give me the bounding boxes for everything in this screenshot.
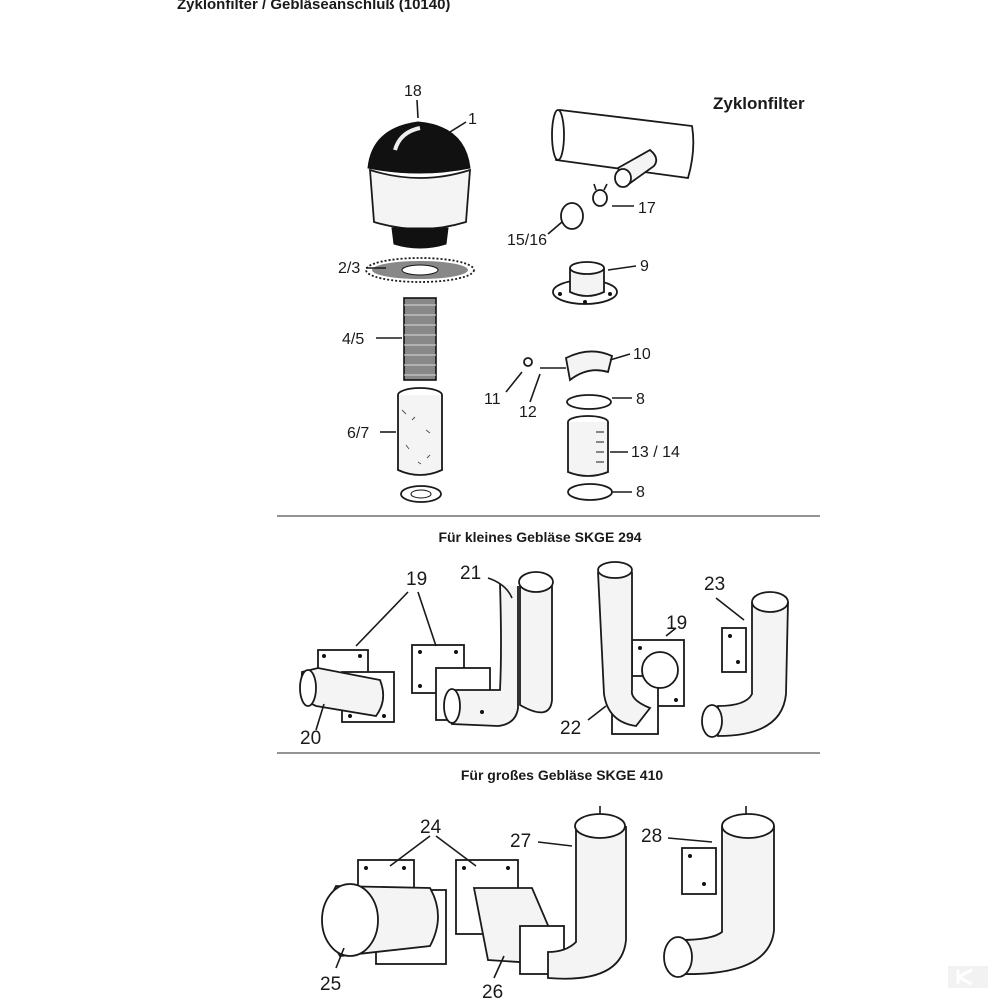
watermark-logo-icon <box>948 966 988 988</box>
part-23-bracket-pipe <box>701 591 789 738</box>
label-8-lower: 8 <box>636 484 645 501</box>
pipe-sleeve <box>567 415 609 477</box>
clamp-band <box>523 350 614 382</box>
part-26-27-duct-pipe <box>455 806 627 980</box>
ring-upper <box>566 394 612 410</box>
label-13-14: 13 / 14 <box>631 444 680 461</box>
label-12: 12 <box>519 404 537 421</box>
label-20: 20 <box>300 728 321 749</box>
label-8-upper: 8 <box>636 391 645 408</box>
label-26: 26 <box>482 982 503 1000</box>
label-23: 23 <box>704 574 725 595</box>
label-15-16: 15/16 <box>507 232 547 249</box>
part-22-pipe-assembly <box>597 561 685 735</box>
label-18: 18 <box>404 83 422 100</box>
label-10: 10 <box>633 346 651 363</box>
label-22: 22 <box>560 718 581 739</box>
filter-gasket <box>365 257 475 283</box>
bottom-washer <box>400 485 442 503</box>
part-21-pipe-assembly <box>411 571 554 727</box>
large-blower-heading: Für großes Gebläse SKGE 410 <box>460 767 664 783</box>
mesh-insert <box>403 297 437 381</box>
filter-cap <box>367 121 471 249</box>
cyclone-filter-title: Zyklonfilter <box>713 94 805 113</box>
label-27: 27 <box>510 831 531 852</box>
label-11: 11 <box>484 391 501 408</box>
flange-part <box>552 261 618 305</box>
plug-part <box>560 202 584 230</box>
part-20-elbow-assembly <box>299 649 395 723</box>
page-title: Zyklonfilter / Gebläseanschluß (10140) <box>177 0 451 13</box>
label-21: 21 <box>460 563 481 584</box>
label-6-7: 6/7 <box>347 425 369 442</box>
small-blower-heading: Für kleines Gebläse SKGE 294 <box>438 529 642 545</box>
label-2-3: 2/3 <box>338 260 360 277</box>
ring-lower <box>567 483 613 501</box>
label-25: 25 <box>320 974 341 995</box>
label-9: 9 <box>640 258 649 275</box>
label-4-5: 4/5 <box>342 331 364 348</box>
label-19-left: 19 <box>406 569 427 590</box>
cyclone-tube <box>551 109 695 188</box>
label-24: 24 <box>420 817 442 838</box>
part-25-oval-duct <box>321 859 447 965</box>
hose-clamp-small <box>592 183 608 207</box>
label-19-right: 19 <box>666 613 687 634</box>
part-28-bracket-pipe <box>663 806 775 978</box>
label-17: 17 <box>638 200 656 217</box>
label-28: 28 <box>641 826 662 847</box>
filter-cartridge <box>397 387 443 476</box>
label-1: 1 <box>468 111 477 128</box>
